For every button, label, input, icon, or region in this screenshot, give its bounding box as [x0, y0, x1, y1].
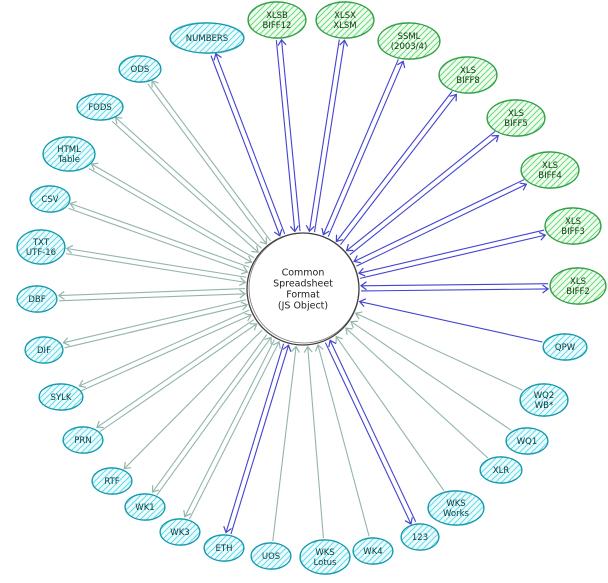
arrow-eth — [223, 343, 292, 535]
arrow-xlsb-biff12 — [275, 38, 301, 233]
arrow-sylk — [78, 309, 253, 392]
format-node-label: ODS — [131, 65, 150, 75]
format-node-label: PRN — [74, 436, 91, 446]
format-node-ssml: SSML(2003/4) — [377, 22, 441, 60]
format-node-label: WK4 — [363, 547, 382, 557]
format-node-ods: ODS — [118, 55, 162, 83]
arrow-qpw — [358, 298, 543, 343]
arrow-prn — [96, 319, 258, 433]
arrow-csv — [68, 200, 250, 275]
arrow-dif — [62, 299, 249, 349]
arrow-wks-works — [335, 335, 445, 492]
format-node-wk4: WK4 — [352, 537, 394, 565]
arrow-wq2-wb — [354, 311, 523, 391]
format-node-dif: DIF — [24, 336, 64, 364]
arrow-html-table — [88, 162, 255, 264]
arrow-wk1 — [151, 334, 272, 496]
arrow-xls-biff4 — [353, 179, 528, 267]
arrow-rtf — [123, 329, 263, 470]
arrow-xls-biff2 — [359, 281, 550, 294]
arrow-xls-biff5 — [345, 131, 500, 256]
arrow-wk3 — [183, 339, 281, 520]
arrow-fods — [111, 116, 262, 253]
format-node-label: QPW — [555, 343, 576, 353]
arrow-xlsx-xlsm — [305, 39, 349, 233]
format-node-uos: UOS — [250, 542, 292, 570]
arrow-wq1 — [350, 320, 512, 431]
arrow-wks-lotus — [303, 345, 324, 539]
format-node-label: SYLK — [51, 393, 72, 403]
arrow-ods — [147, 80, 272, 245]
format-node-label: CSV — [41, 195, 58, 205]
format-node-label: RTF — [104, 477, 119, 487]
arrow-xlr — [345, 327, 489, 459]
format-node-label: ETH — [216, 544, 233, 554]
format-node-label: WK3 — [170, 528, 189, 538]
arrow-xls-biff8 — [335, 90, 457, 245]
format-node-dbf: DBF — [16, 285, 58, 313]
format-node-prn: PRN — [62, 426, 104, 454]
arrow-ssml — [321, 59, 406, 237]
format-node-label: FODS — [88, 103, 112, 113]
format-node-label: 123 — [412, 533, 428, 543]
format-node-label: DIF — [37, 346, 51, 356]
format-node-csv: CSV — [29, 185, 71, 213]
arrows — [57, 38, 550, 542]
arrow-wk4 — [314, 344, 370, 537]
format-node-sylk: SYLK — [38, 383, 84, 411]
arrow-numbers — [210, 52, 286, 237]
format-node-wk3: WK3 — [159, 518, 201, 546]
arrow-uos — [272, 345, 300, 542]
arrow-dbf — [57, 288, 247, 302]
format-node-label: DBF — [28, 295, 45, 305]
arrow-txt-utf16 — [65, 244, 247, 287]
format-node-rtf: RTF — [91, 467, 133, 495]
format-node-label: XLR — [493, 466, 510, 476]
format-node-eth: ETH — [203, 534, 245, 562]
format-node-label: WQ1 — [517, 437, 538, 447]
format-node-label: SSML(2003/4) — [391, 32, 428, 52]
arrow-123 — [324, 339, 417, 525]
format-node-123: 123 — [400, 523, 440, 551]
format-node-label: UOS — [262, 552, 280, 562]
format-node-wk1: WK1 — [124, 493, 166, 521]
format-node-wq1: WQ1 — [505, 427, 549, 455]
format-node-numbers: NUMBERS — [169, 22, 245, 54]
format-node-xlr: XLR — [479, 456, 523, 484]
format-node-fods: FODS — [76, 93, 124, 121]
format-node-label: NUMBERS — [186, 34, 228, 44]
arrow-xls-biff3 — [357, 229, 547, 279]
format-node-label: WK1 — [135, 503, 154, 513]
format-node-qpw: QPW — [542, 333, 588, 361]
